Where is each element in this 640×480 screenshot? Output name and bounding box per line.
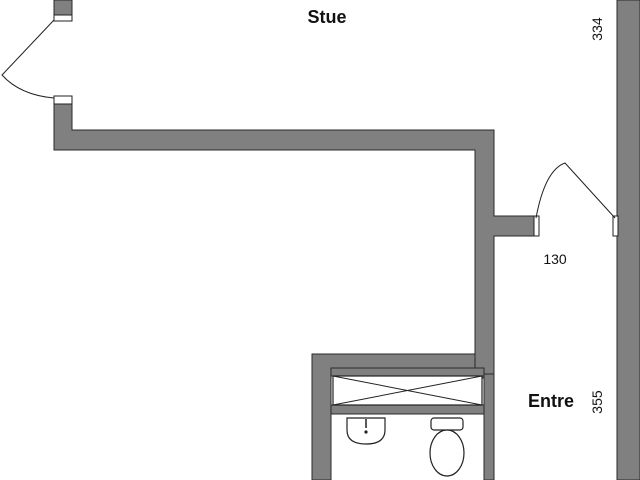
dimension-label-door: 130 [543,251,567,267]
dimension-label-stue-height: 334 [589,17,605,41]
room-label-stue: Stue [307,7,346,27]
shower-cross-2 [332,375,483,406]
right-exterior-wall [616,0,640,480]
sink-drain [364,430,368,434]
left-door-jamb-bottom [53,95,73,105]
bathroom-divider-wall [330,404,485,415]
right-door-swing [535,162,616,219]
right-door-jamb-left [533,215,540,237]
toilet-tank [430,417,464,431]
room-label-entre: Entre [528,391,574,411]
bathroom-right-wall [483,373,495,480]
left-door-swing [1,19,55,99]
right-door-jamb-right [612,215,619,237]
bathroom-top-wall [330,367,485,377]
toilet-bowl [429,429,465,477]
dimension-label-entre-height: 355 [589,390,605,414]
stue-lower-wall [53,103,535,379]
left-door-jamb-top [53,14,73,22]
